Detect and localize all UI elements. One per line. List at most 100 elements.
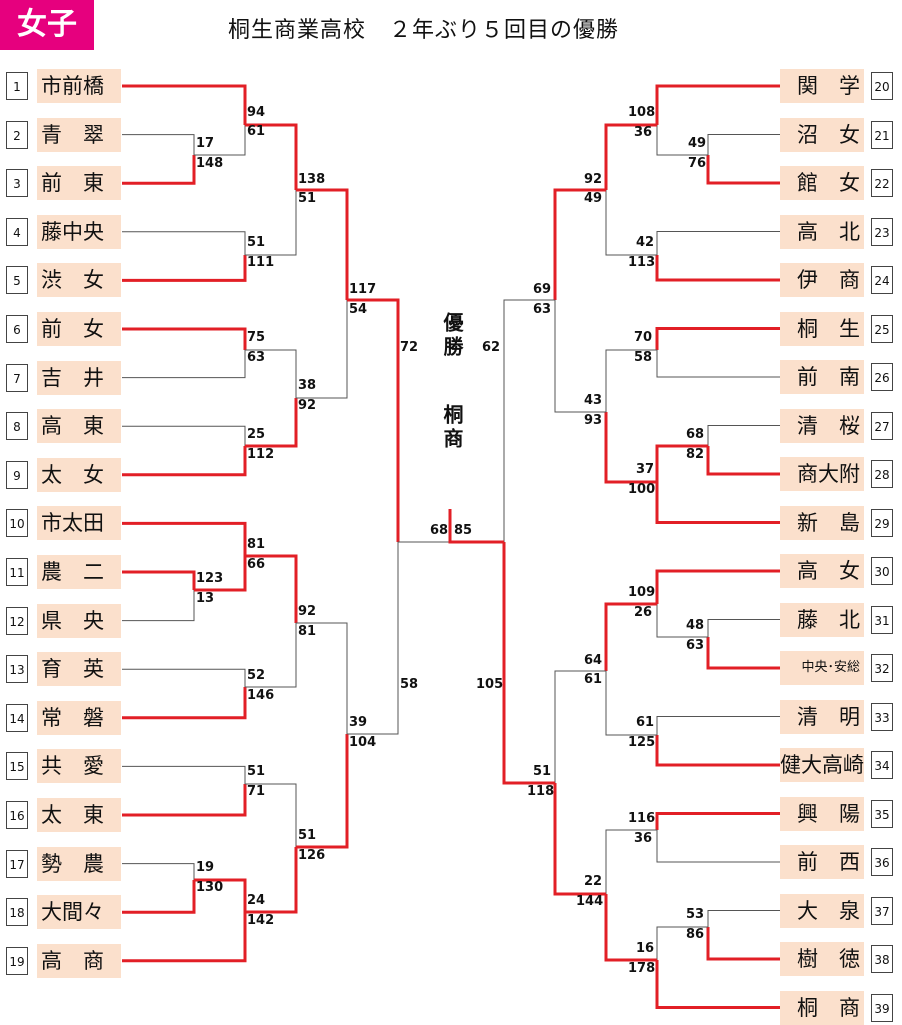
winner-path <box>122 570 196 590</box>
match-score: 92 <box>298 398 317 413</box>
team-name: 健大高崎 <box>780 748 864 782</box>
seed-number: 27 <box>871 411 893 440</box>
bracket-line <box>122 134 195 155</box>
match-score: 63 <box>533 302 552 317</box>
team-name: 館 女 <box>780 166 864 200</box>
winner-path <box>194 878 247 912</box>
seed-number: 10 <box>6 509 28 538</box>
match-score: 51 <box>298 828 317 843</box>
winner-path <box>655 569 780 604</box>
match-score: 112 <box>247 447 275 462</box>
match-score: 13 <box>196 591 215 606</box>
winner-path <box>122 155 196 185</box>
winner-path <box>245 554 298 623</box>
match-score: 86 <box>686 927 705 942</box>
seed-number: 4 <box>6 217 28 246</box>
match-score: 61 <box>247 124 266 139</box>
category-badge: 女子 <box>0 0 94 50</box>
seed-number: 22 <box>871 169 893 197</box>
match-score: 126 <box>298 848 326 863</box>
match-score: 93 <box>584 413 603 428</box>
seed-number: 35 <box>871 799 893 828</box>
match-score: 43 <box>584 393 603 408</box>
seed-number: 31 <box>871 605 893 634</box>
team-name: 市前橋 <box>37 69 121 103</box>
seed-number: 28 <box>871 460 893 488</box>
match-score: 61 <box>584 672 603 687</box>
winner-path <box>604 123 657 190</box>
match-score: 178 <box>628 961 656 976</box>
match-score: 70 <box>634 330 653 345</box>
winner-path <box>245 847 298 914</box>
winner-path <box>604 894 657 962</box>
winner-path <box>655 444 708 482</box>
seed-number: 5 <box>6 266 28 295</box>
winner-path <box>296 734 349 849</box>
seed-number: 38 <box>871 945 893 973</box>
match-score: 146 <box>247 688 275 703</box>
match-score: 48 <box>686 618 705 633</box>
match-score: 144 <box>576 894 604 909</box>
match-score: 54 <box>349 302 368 317</box>
bracket-line <box>122 765 246 784</box>
match-score: 81 <box>298 624 317 639</box>
team-name: 関 学 <box>780 69 864 103</box>
bracket-line <box>122 668 246 687</box>
team-name: 大間々 <box>37 895 121 930</box>
team-name: 興 陽 <box>780 796 864 831</box>
team-name: 中央･安総 <box>780 651 864 685</box>
bracket-line <box>554 300 606 413</box>
match-score: 22 <box>584 874 603 889</box>
team-name: 清 明 <box>780 699 864 734</box>
team-name: 吉 井 <box>37 360 121 395</box>
winner-path <box>122 880 196 914</box>
seed-number: 6 <box>6 315 28 343</box>
champion-label: 優勝 <box>440 312 464 360</box>
winner-path <box>122 521 247 556</box>
bracket-line <box>122 350 246 379</box>
bracket-line <box>503 299 555 542</box>
match-score: 71 <box>247 784 266 799</box>
team-name: 清 桜 <box>780 408 864 443</box>
match-score: 52 <box>247 668 266 683</box>
seed-number: 39 <box>871 993 893 1022</box>
match-score: 51 <box>298 191 317 206</box>
match-score: 142 <box>247 913 275 928</box>
seed-number: 7 <box>6 363 28 392</box>
winner-path <box>245 123 298 190</box>
match-score: 62 <box>482 340 501 355</box>
seed-number: 32 <box>871 654 893 682</box>
match-score: 76 <box>688 156 707 171</box>
winner-path <box>604 602 657 671</box>
match-score: 63 <box>686 638 705 653</box>
team-name: 高 女 <box>780 554 864 588</box>
winner-path <box>706 637 780 670</box>
match-score: 42 <box>636 235 655 250</box>
match-score: 123 <box>196 571 224 586</box>
seed-number: 17 <box>6 849 28 878</box>
match-score: 92 <box>298 604 317 619</box>
match-score: 63 <box>247 350 266 365</box>
match-score: 17 <box>196 136 215 151</box>
match-score: 85 <box>454 523 473 538</box>
match-score: 105 <box>476 677 504 692</box>
match-score: 92 <box>584 172 603 187</box>
team-name: 市太田 <box>37 506 121 541</box>
winner-path <box>122 912 247 963</box>
team-name: 県 央 <box>37 603 121 638</box>
bracket-line <box>605 190 657 256</box>
match-score: 69 <box>533 282 552 297</box>
team-name: 藤 北 <box>780 602 864 637</box>
bracket-line <box>245 783 297 847</box>
match-score: 19 <box>196 860 215 875</box>
team-name: 沼 女 <box>780 117 864 152</box>
match-score: 111 <box>247 255 275 270</box>
winner-path <box>122 84 247 125</box>
team-name: 青 翠 <box>37 117 121 152</box>
winner-path <box>655 482 780 524</box>
match-score: 38 <box>298 378 317 393</box>
team-name: 樹 徳 <box>780 942 864 976</box>
match-score: 36 <box>634 831 653 846</box>
winner-path <box>655 84 780 125</box>
team-name: 前 南 <box>780 360 864 394</box>
